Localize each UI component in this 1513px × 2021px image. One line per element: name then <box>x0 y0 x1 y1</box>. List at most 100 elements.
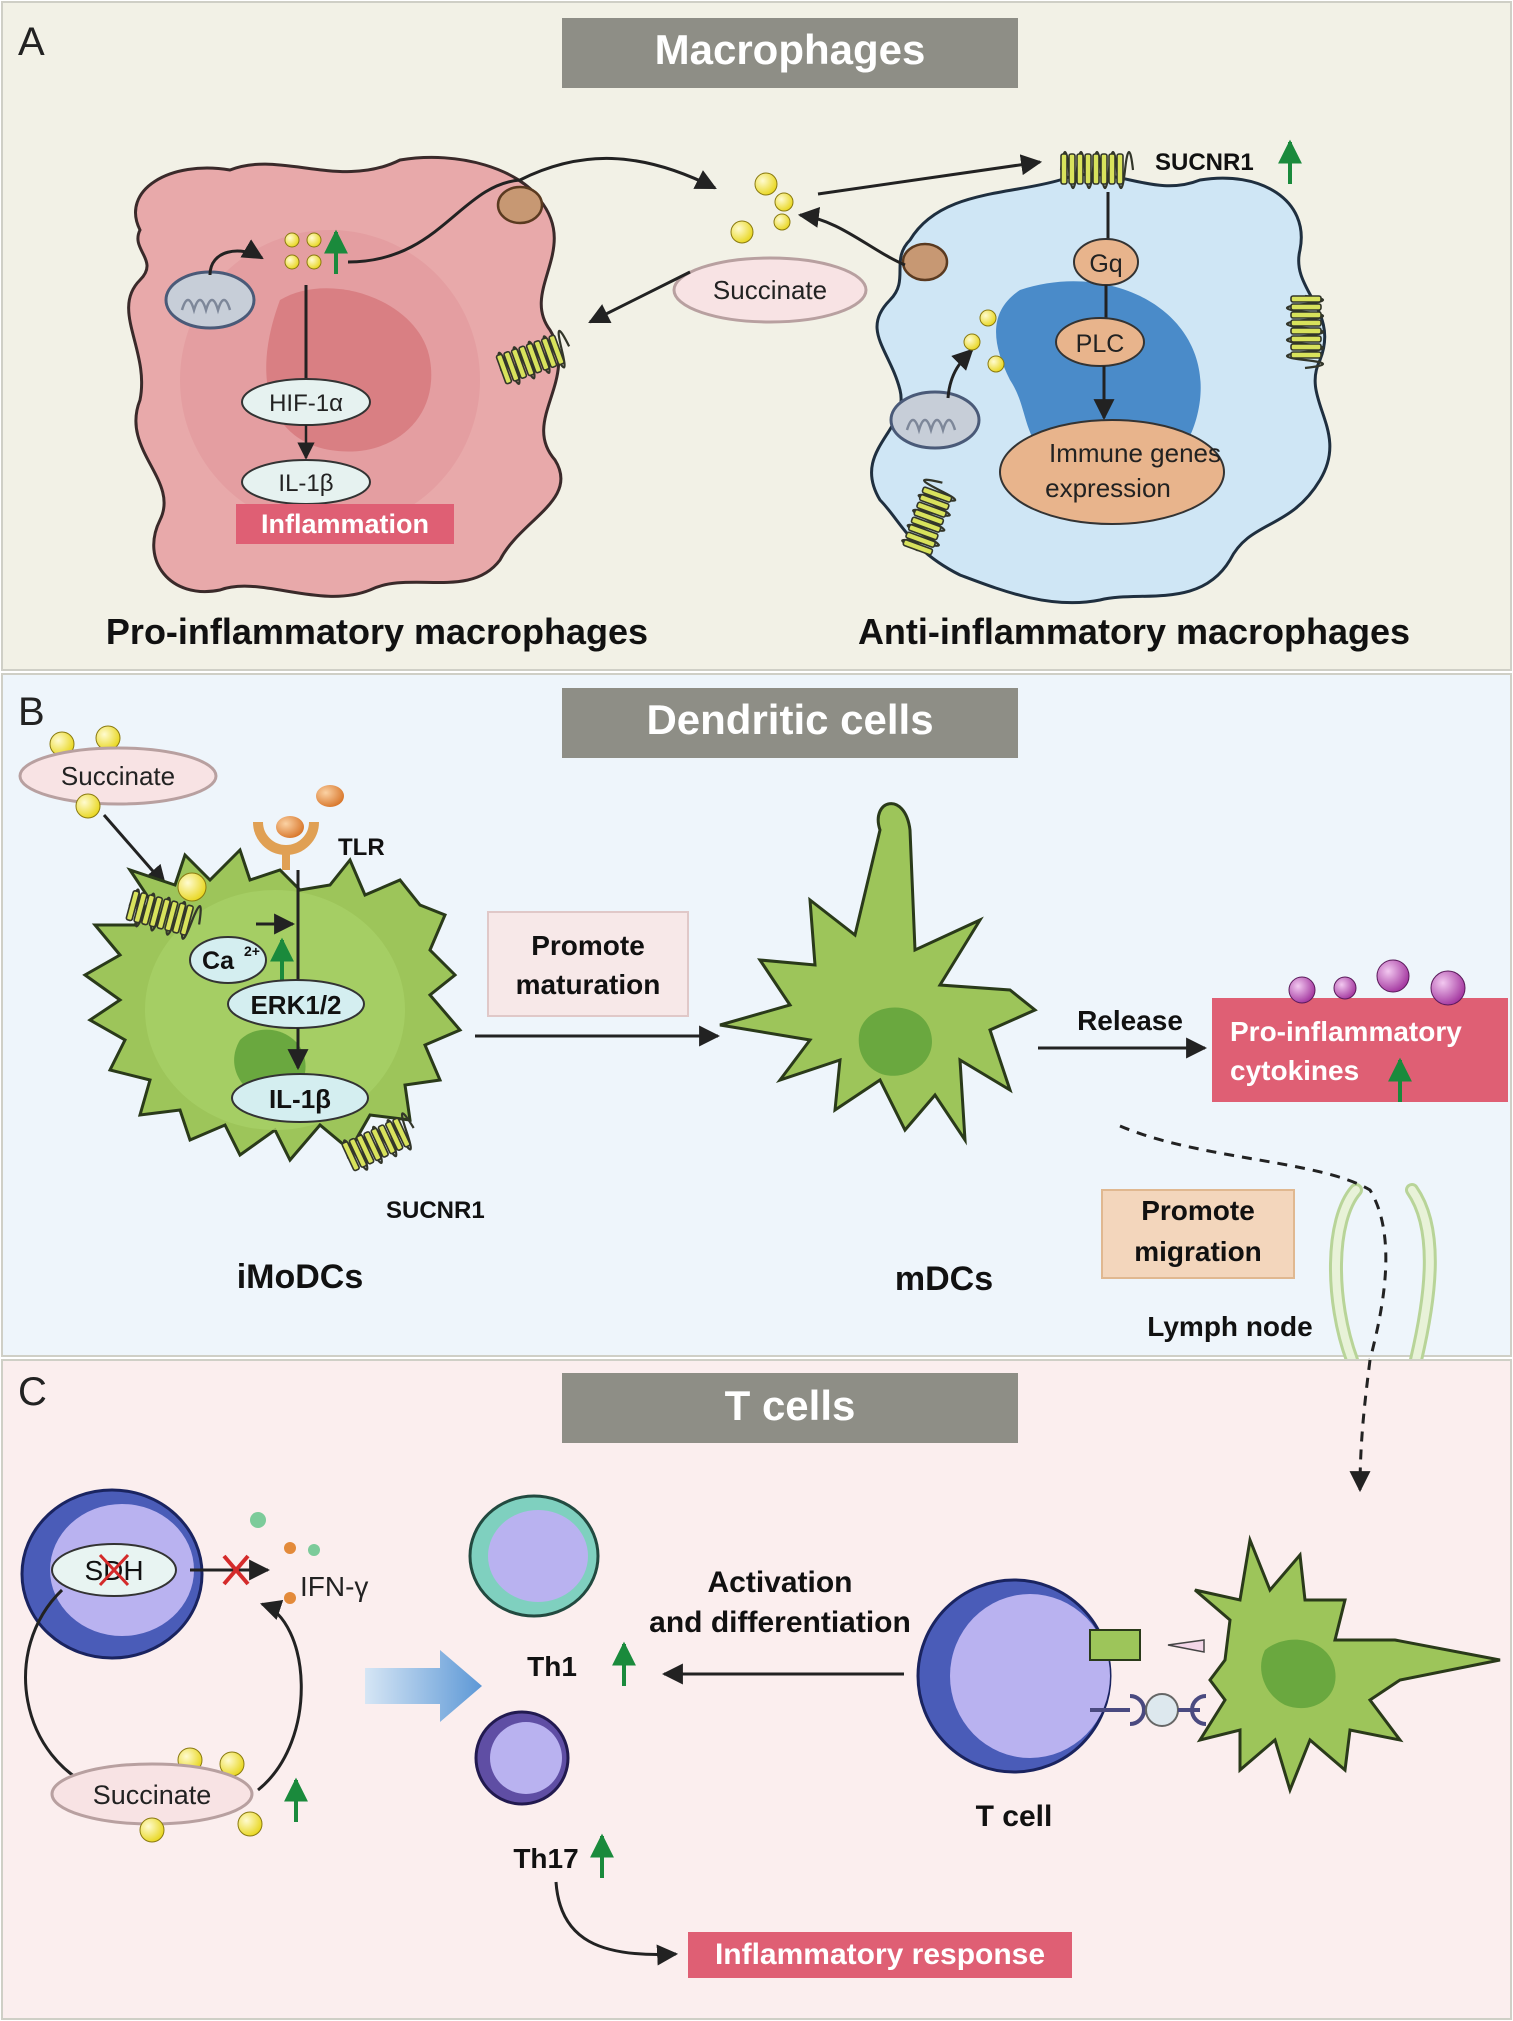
panel-b-letter: B <box>18 690 45 734</box>
panel-a-letter: A <box>18 20 45 64</box>
costim-ligand-icon <box>1145 1693 1179 1727</box>
mdcs-caption: mDCs <box>895 1260 993 1298</box>
succinate-dot <box>284 254 300 270</box>
mdc-nucleus <box>858 1007 932 1076</box>
sucnr1-receptor-icon <box>1285 294 1325 370</box>
cytokines-box <box>1212 998 1508 1102</box>
calcium-superscript: 2+ <box>244 943 260 959</box>
succinate-dot <box>75 793 101 819</box>
th1-label: Th1 <box>527 1651 577 1682</box>
dc-succinate-label: Succinate <box>61 761 175 791</box>
tcr-receptor-icon <box>1089 1629 1141 1661</box>
promote-maturation-line2: maturation <box>516 969 661 1000</box>
panel-c: C T cells SDH IFN-γ Succinate Th1 <box>1 1359 1512 2020</box>
lymph-vessel-inner <box>1332 1186 1434 1364</box>
panel-a: A Macrophages HIF-1α IL-1β Inflammation … <box>1 1 1512 671</box>
succinate-feedback-arrow <box>257 1600 303 1792</box>
succinate-dot <box>754 172 778 196</box>
migration-dashed-path <box>1119 1124 1388 1361</box>
panel-a-title: Macrophages <box>655 26 926 73</box>
cytokine-dot <box>308 1544 320 1556</box>
succinate-dot <box>987 355 1005 373</box>
anti-export-arrow <box>797 206 906 267</box>
succinate-dot <box>774 192 794 212</box>
immune-genes-line1: Immune genes <box>1049 438 1221 468</box>
ligand-ball-icon <box>276 816 304 838</box>
succinate-dot <box>306 254 322 270</box>
th17-label: Th17 <box>513 1843 578 1874</box>
dc-sucnr1-label: SUCNR1 <box>386 1197 485 1224</box>
sucnr1-label: SUCNR1 <box>1155 149 1254 176</box>
transporter-icon <box>901 242 949 282</box>
th1-cell-inner <box>488 1510 588 1602</box>
promote-migration-line2: migration <box>1134 1236 1262 1267</box>
panel-b-title-box <box>562 688 1018 758</box>
inflammatory-response-box <box>688 1932 1072 1978</box>
tc-succinate-label: Succinate <box>93 1780 212 1810</box>
promote-migration-line1: Promote <box>1141 1195 1255 1226</box>
calcium-label: Ca <box>202 947 235 975</box>
cytokines-line2: cytokines <box>1230 1055 1359 1086</box>
il1b-ellipse <box>231 1073 369 1123</box>
hif-label: HIF-1α <box>269 390 343 417</box>
tcell-inner <box>950 1594 1110 1758</box>
mito-to-succinate-arrow <box>208 239 264 276</box>
ifn-label: IFN-γ <box>300 1571 368 1602</box>
lymph-node-label: Lymph node <box>1147 1311 1312 1342</box>
succinate-dot <box>139 1817 165 1843</box>
succinate-to-receptor-arrow <box>102 814 167 887</box>
costim-receptor-icon <box>1090 1694 1146 1726</box>
release-label: Release <box>1077 1005 1183 1036</box>
promote-migration-box <box>1101 1189 1295 1279</box>
mitochondrion-icon <box>164 270 256 330</box>
panel-b: B Dendritic cells Succinate TLR Ca 2+ ER… <box>1 673 1512 1367</box>
blocked-x-icon <box>222 1554 250 1586</box>
export-succinate-arrow <box>347 156 717 264</box>
dc-il1b-label: IL-1β <box>269 1084 331 1114</box>
immune-genes-ellipse <box>999 419 1225 525</box>
inflammation-label: Inflammation <box>261 509 429 539</box>
cytokine-ball-icon <box>1333 976 1357 1000</box>
transporter-icon <box>496 185 544 225</box>
imodcs-caption: iMoDCs <box>237 1258 364 1296</box>
plc-label: PLC <box>1076 330 1125 358</box>
mito-to-succinate-arrow <box>946 348 974 399</box>
succinate-label: Succinate <box>713 275 827 305</box>
pro-inflammatory-caption: Pro-inflammatory macrophages <box>106 611 648 652</box>
tcell-label: T cell <box>976 1800 1053 1833</box>
succinate-dot <box>773 213 791 231</box>
cytokines-line1: Pro-inflammatory <box>1230 1016 1462 1047</box>
plc-ellipse <box>1055 317 1145 367</box>
gq-label: Gq <box>1089 250 1122 278</box>
cytokine-ball-icon <box>1288 976 1316 1004</box>
erk-label: ERK1/2 <box>250 990 341 1020</box>
inflammatory-response-label: Inflammatory response <box>715 1938 1045 1971</box>
ligand-ball-icon <box>316 785 344 807</box>
succinate-dot <box>237 1811 263 1837</box>
activation-line2: and differentiation <box>649 1606 911 1639</box>
succinate-dot <box>95 725 121 751</box>
calcium-ellipse <box>189 936 267 984</box>
cytokine-ball-icon <box>1376 959 1410 993</box>
activation-line1: Activation <box>707 1566 852 1599</box>
mitochondrion-icon <box>889 390 981 450</box>
panel-b-title: Dendritic cells <box>646 696 933 743</box>
migration-dashed-arrow <box>1349 1359 1372 1493</box>
anti-inflammatory-caption: Anti-inflammatory macrophages <box>858 611 1410 652</box>
th17-cell-inner <box>490 1722 562 1794</box>
panel-a-title-box <box>562 18 1018 88</box>
promote-maturation-box <box>487 911 689 1017</box>
panel-c-title-box <box>562 1373 1018 1443</box>
succinate-dot <box>306 232 322 248</box>
big-blue-arrow-icon <box>365 1650 482 1722</box>
succinate-to-receptor-arrow <box>817 154 1043 196</box>
succinate-ellipse <box>672 256 868 324</box>
tlr-label: TLR <box>338 834 385 861</box>
panel-c-letter: C <box>18 1370 47 1414</box>
promote-maturation-line1: Promote <box>531 930 645 961</box>
cytokine-dot <box>284 1592 296 1604</box>
succinate-dot <box>284 232 300 248</box>
inflammation-box <box>236 504 454 544</box>
panel-c-title: T cells <box>725 1382 856 1429</box>
